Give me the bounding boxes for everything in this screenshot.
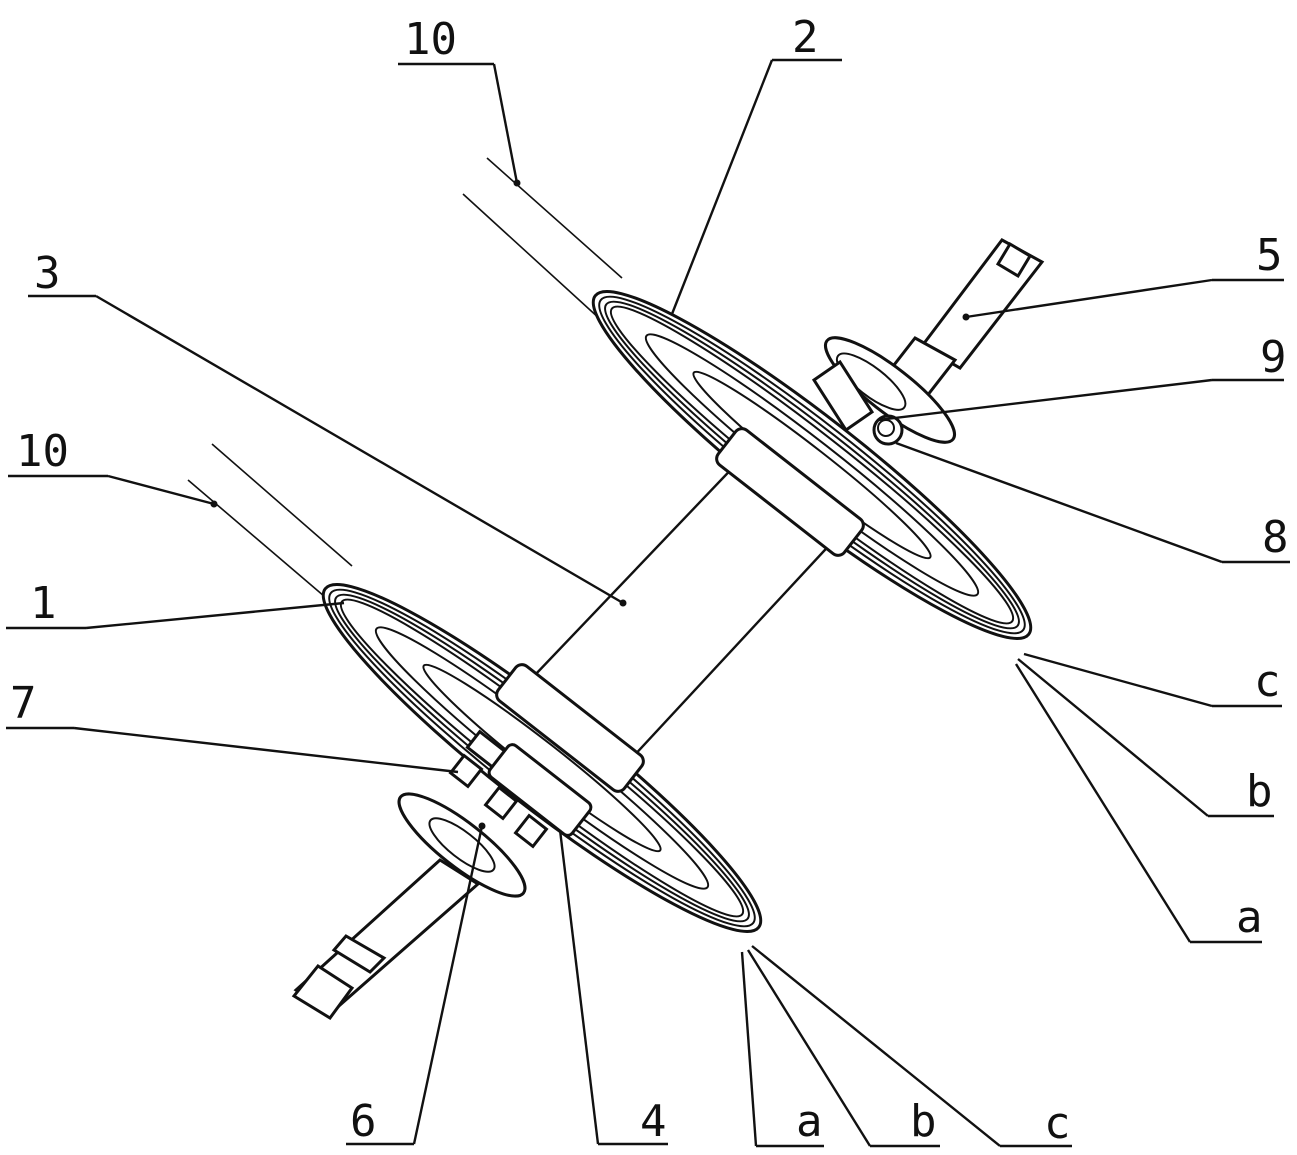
label-a-bottom: a	[796, 1096, 823, 1147]
label-5: 5	[1256, 230, 1283, 281]
label-6: 6	[350, 1096, 377, 1147]
label-4: 4	[640, 1096, 667, 1147]
lower-shaft	[291, 858, 481, 1020]
label-7: 7	[10, 678, 37, 729]
label-3: 3	[34, 248, 61, 299]
upper-hub	[715, 427, 865, 557]
label-c-bottom: c	[1044, 1098, 1071, 1149]
label-9: 9	[1260, 332, 1287, 383]
label-10-top: 10	[404, 14, 457, 65]
upper-pin	[811, 359, 904, 446]
upper-flange	[824, 336, 956, 444]
label-2: 2	[792, 12, 819, 63]
lower-disc	[321, 583, 763, 933]
lower-flange	[397, 792, 527, 898]
lower-collar	[487, 743, 593, 837]
part-labels: 10 2 3 5 9 8 10 1 7 c b a 6 4 a b c	[10, 12, 1289, 1149]
label-10-left: 10	[16, 426, 69, 477]
leader-lines	[6, 58, 1290, 1148]
feed-lines	[187, 157, 623, 609]
label-c-right: c	[1254, 656, 1281, 707]
lower-nuts	[448, 729, 549, 849]
lower-hub	[495, 663, 645, 793]
label-b-bottom: b	[910, 1096, 937, 1147]
central-roller	[533, 457, 837, 761]
label-8: 8	[1262, 512, 1289, 563]
label-a-right: a	[1236, 892, 1263, 943]
label-b-right: b	[1246, 766, 1273, 817]
label-1: 1	[30, 578, 57, 629]
